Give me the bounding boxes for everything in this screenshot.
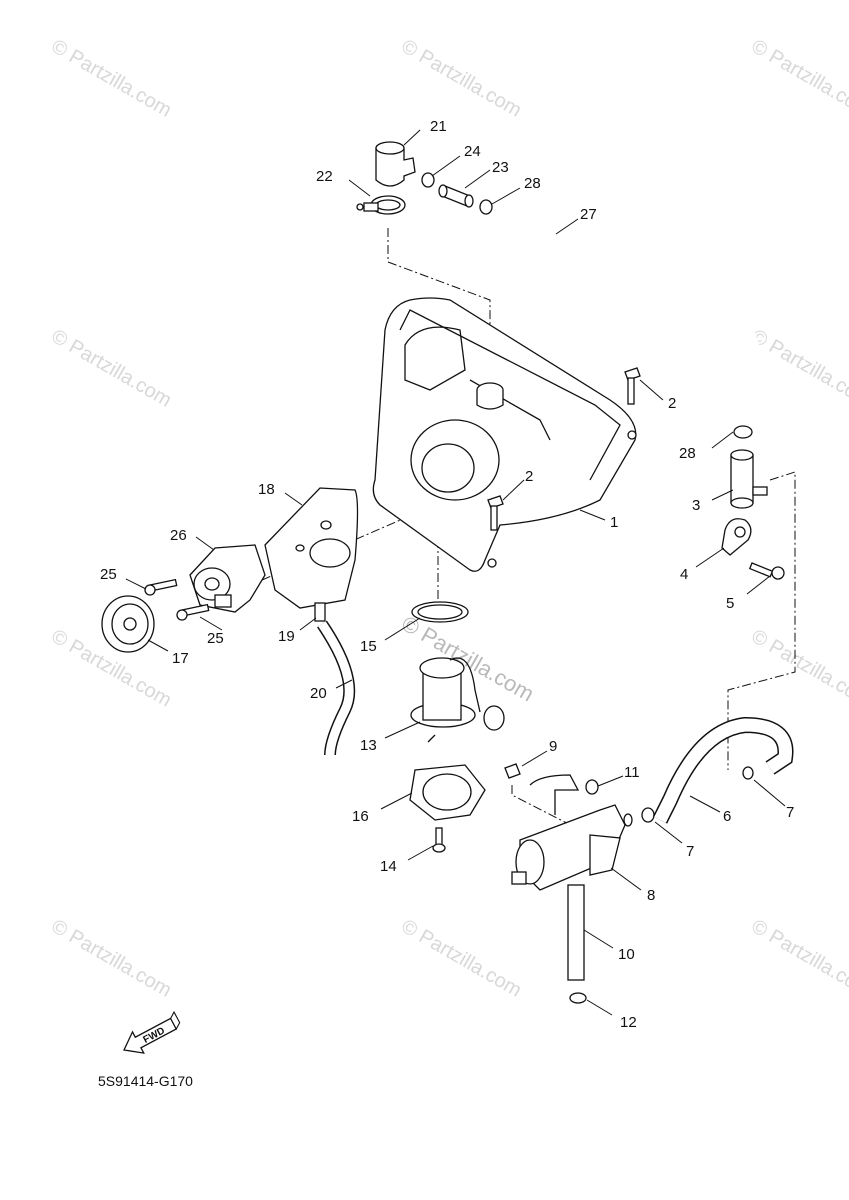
- callout-3: 3: [692, 497, 700, 514]
- watermark: © Partzilla.com: [748, 325, 849, 411]
- callout-22: 22: [316, 168, 333, 185]
- fwd-label: FWD: [142, 1025, 167, 1045]
- watermark-center: © Partzilla.com: [398, 611, 539, 707]
- callout-10: 10: [618, 946, 635, 963]
- part-2-bolt-upper: [624, 367, 641, 405]
- callout-23: 23: [492, 159, 509, 176]
- callout-15: 15: [360, 638, 377, 655]
- callout-26: 26: [170, 527, 187, 544]
- watermark: © Partzilla.com: [398, 35, 526, 121]
- part-26-pump: [189, 544, 266, 613]
- part-21-elbow: [375, 141, 416, 187]
- part-22-clamp: [356, 195, 406, 215]
- callout-25-lower: 25: [207, 630, 224, 647]
- part-4-clamp: [721, 518, 752, 556]
- part-28-clip-right: [733, 425, 753, 439]
- watermark: © Partzilla.com: [748, 915, 849, 1001]
- part-16-plate: [409, 764, 486, 821]
- part-18-cover: [264, 487, 359, 609]
- callout-14: 14: [380, 858, 397, 875]
- part-12-clip: [569, 992, 587, 1004]
- part-14-screw: [432, 827, 446, 853]
- part-27-hose: [492, 205, 760, 410]
- callout-8: 8: [647, 887, 655, 904]
- part-7-clip-left: [641, 807, 655, 823]
- callout-21: 21: [430, 118, 447, 135]
- callout-13: 13: [360, 737, 377, 754]
- watermark: © Partzilla.com: [748, 625, 849, 711]
- part-28-clip: [479, 199, 493, 215]
- part-9-bolt: [504, 763, 521, 779]
- callout-7-right: 7: [786, 804, 794, 821]
- callout-19: 19: [278, 628, 295, 645]
- callout-9: 9: [549, 738, 557, 755]
- part-2-bolt-lower: [487, 495, 504, 531]
- callout-25-upper: 25: [100, 566, 117, 583]
- watermark: © Partzilla.com: [48, 325, 176, 411]
- callout-24: 24: [464, 143, 481, 160]
- callout-20: 20: [310, 685, 327, 702]
- callout-2-lower: 2: [525, 468, 533, 485]
- watermark: © Partzilla.com: [48, 915, 176, 1001]
- callout-17: 17: [172, 650, 189, 667]
- leader-lines: [125, 129, 786, 1016]
- callout-12: 12: [620, 1014, 637, 1031]
- part-5-screw: [748, 562, 785, 580]
- callout-1: 1: [610, 514, 618, 531]
- callout-28-right: 28: [679, 445, 696, 462]
- watermark: © Partzilla.com: [48, 35, 176, 121]
- part-3-filter: [730, 449, 768, 509]
- part-17-disc: [101, 595, 155, 653]
- part-11-clip: [585, 779, 599, 795]
- callout-27: 27: [580, 206, 597, 223]
- callout-6: 6: [723, 808, 731, 825]
- part-10-hose: [567, 884, 585, 981]
- watermark: © Partzilla.com: [398, 915, 526, 1001]
- part-8-regulator: [511, 774, 633, 891]
- part-15-gasket: [411, 601, 469, 623]
- watermark: © Partzilla.com: [748, 35, 849, 121]
- part-1-tank: [372, 297, 637, 572]
- part-19-fitting: [314, 602, 326, 622]
- part-25-bolt-lower: [176, 603, 210, 621]
- callout-labels: 21 24 22 23 28 27 2 28 2 1 3 18 26 4 5 2…: [100, 118, 794, 1031]
- callout-7-left: 7: [686, 843, 694, 860]
- part-24-clip: [421, 172, 435, 188]
- part-13-pump-module: [410, 657, 505, 743]
- callout-5: 5: [726, 595, 734, 612]
- part-6-hose: [652, 716, 794, 824]
- fwd-arrow-icon: FWD: [123, 1010, 181, 1054]
- diagram-code: 5S91414-G170: [98, 1073, 193, 1089]
- callout-18: 18: [258, 481, 275, 498]
- part-23-nipple: [438, 184, 474, 208]
- callout-28: 28: [524, 175, 541, 192]
- part-20-hose: [317, 620, 356, 756]
- callout-2-upper: 2: [668, 395, 676, 412]
- callout-4: 4: [680, 566, 688, 583]
- part-25-bolt-upper: [144, 578, 178, 596]
- part-7-clip-right: [742, 766, 754, 780]
- callout-16: 16: [352, 808, 369, 825]
- callout-11: 11: [624, 764, 640, 781]
